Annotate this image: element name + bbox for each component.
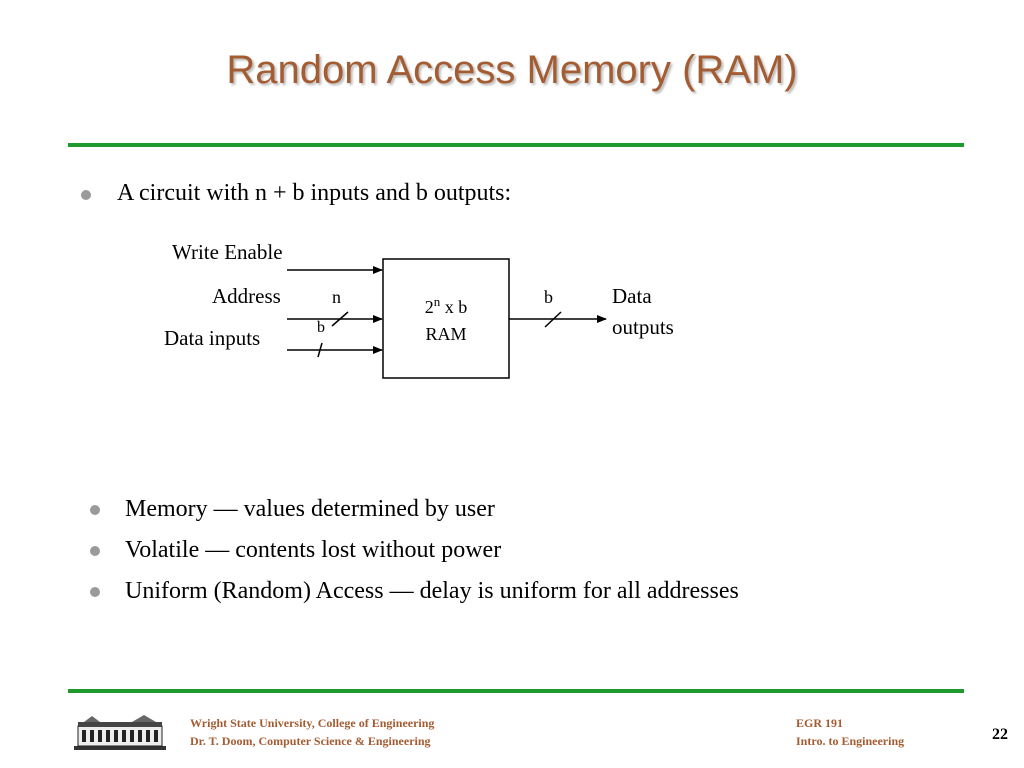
data-input-bus-slash <box>317 342 323 358</box>
bullet-icon <box>90 587 100 597</box>
ram-size-label: 2n x b <box>425 294 468 318</box>
page-number: 22 <box>992 726 1008 743</box>
address-width-label: n <box>332 287 341 307</box>
intro-bullet-text: A circuit with n + b inputs and b output… <box>117 180 512 206</box>
ram-label: RAM <box>425 324 466 344</box>
bottom-divider <box>68 689 964 693</box>
footer-author: Dr. T. Doom, Computer Science & Engineer… <box>190 734 431 748</box>
data-output-width-label: b <box>544 287 553 307</box>
footer-course: EGR 191 Intro. to Engineering <box>796 714 904 750</box>
footer-institution: Wright State University, College of Engi… <box>190 714 434 750</box>
address-label: Address <box>212 284 281 308</box>
footer-university: Wright State University, College of Engi… <box>190 716 435 730</box>
data-outputs-label-line2: outputs <box>612 315 674 339</box>
slide-title: Random Access Memory (RAM) <box>226 48 798 92</box>
top-divider <box>68 143 964 147</box>
university-building-logo <box>74 715 166 750</box>
ram-box <box>382 258 510 379</box>
bullet-uniform-access: Uniform (Random) Access — delay is unifo… <box>125 578 739 604</box>
data-input-width-label: b <box>317 319 325 336</box>
bullet-icon <box>90 505 100 515</box>
data-output-bus-slash <box>544 311 562 328</box>
write-enable-label: Write Enable <box>172 240 283 264</box>
footer-course-code: EGR 191 <box>796 716 844 730</box>
data-inputs-label: Data inputs <box>164 326 260 350</box>
footer-course-name: Intro. to Engineering <box>796 734 905 748</box>
address-bus-slash <box>331 311 349 327</box>
data-outputs-label-line1: Data <box>612 284 652 308</box>
bullet-memory: Memory — values determined by user <box>125 496 495 522</box>
bullet-icon <box>90 546 100 556</box>
bullet-icon <box>81 190 91 200</box>
bullet-volatile: Volatile — contents lost without power <box>125 537 502 563</box>
